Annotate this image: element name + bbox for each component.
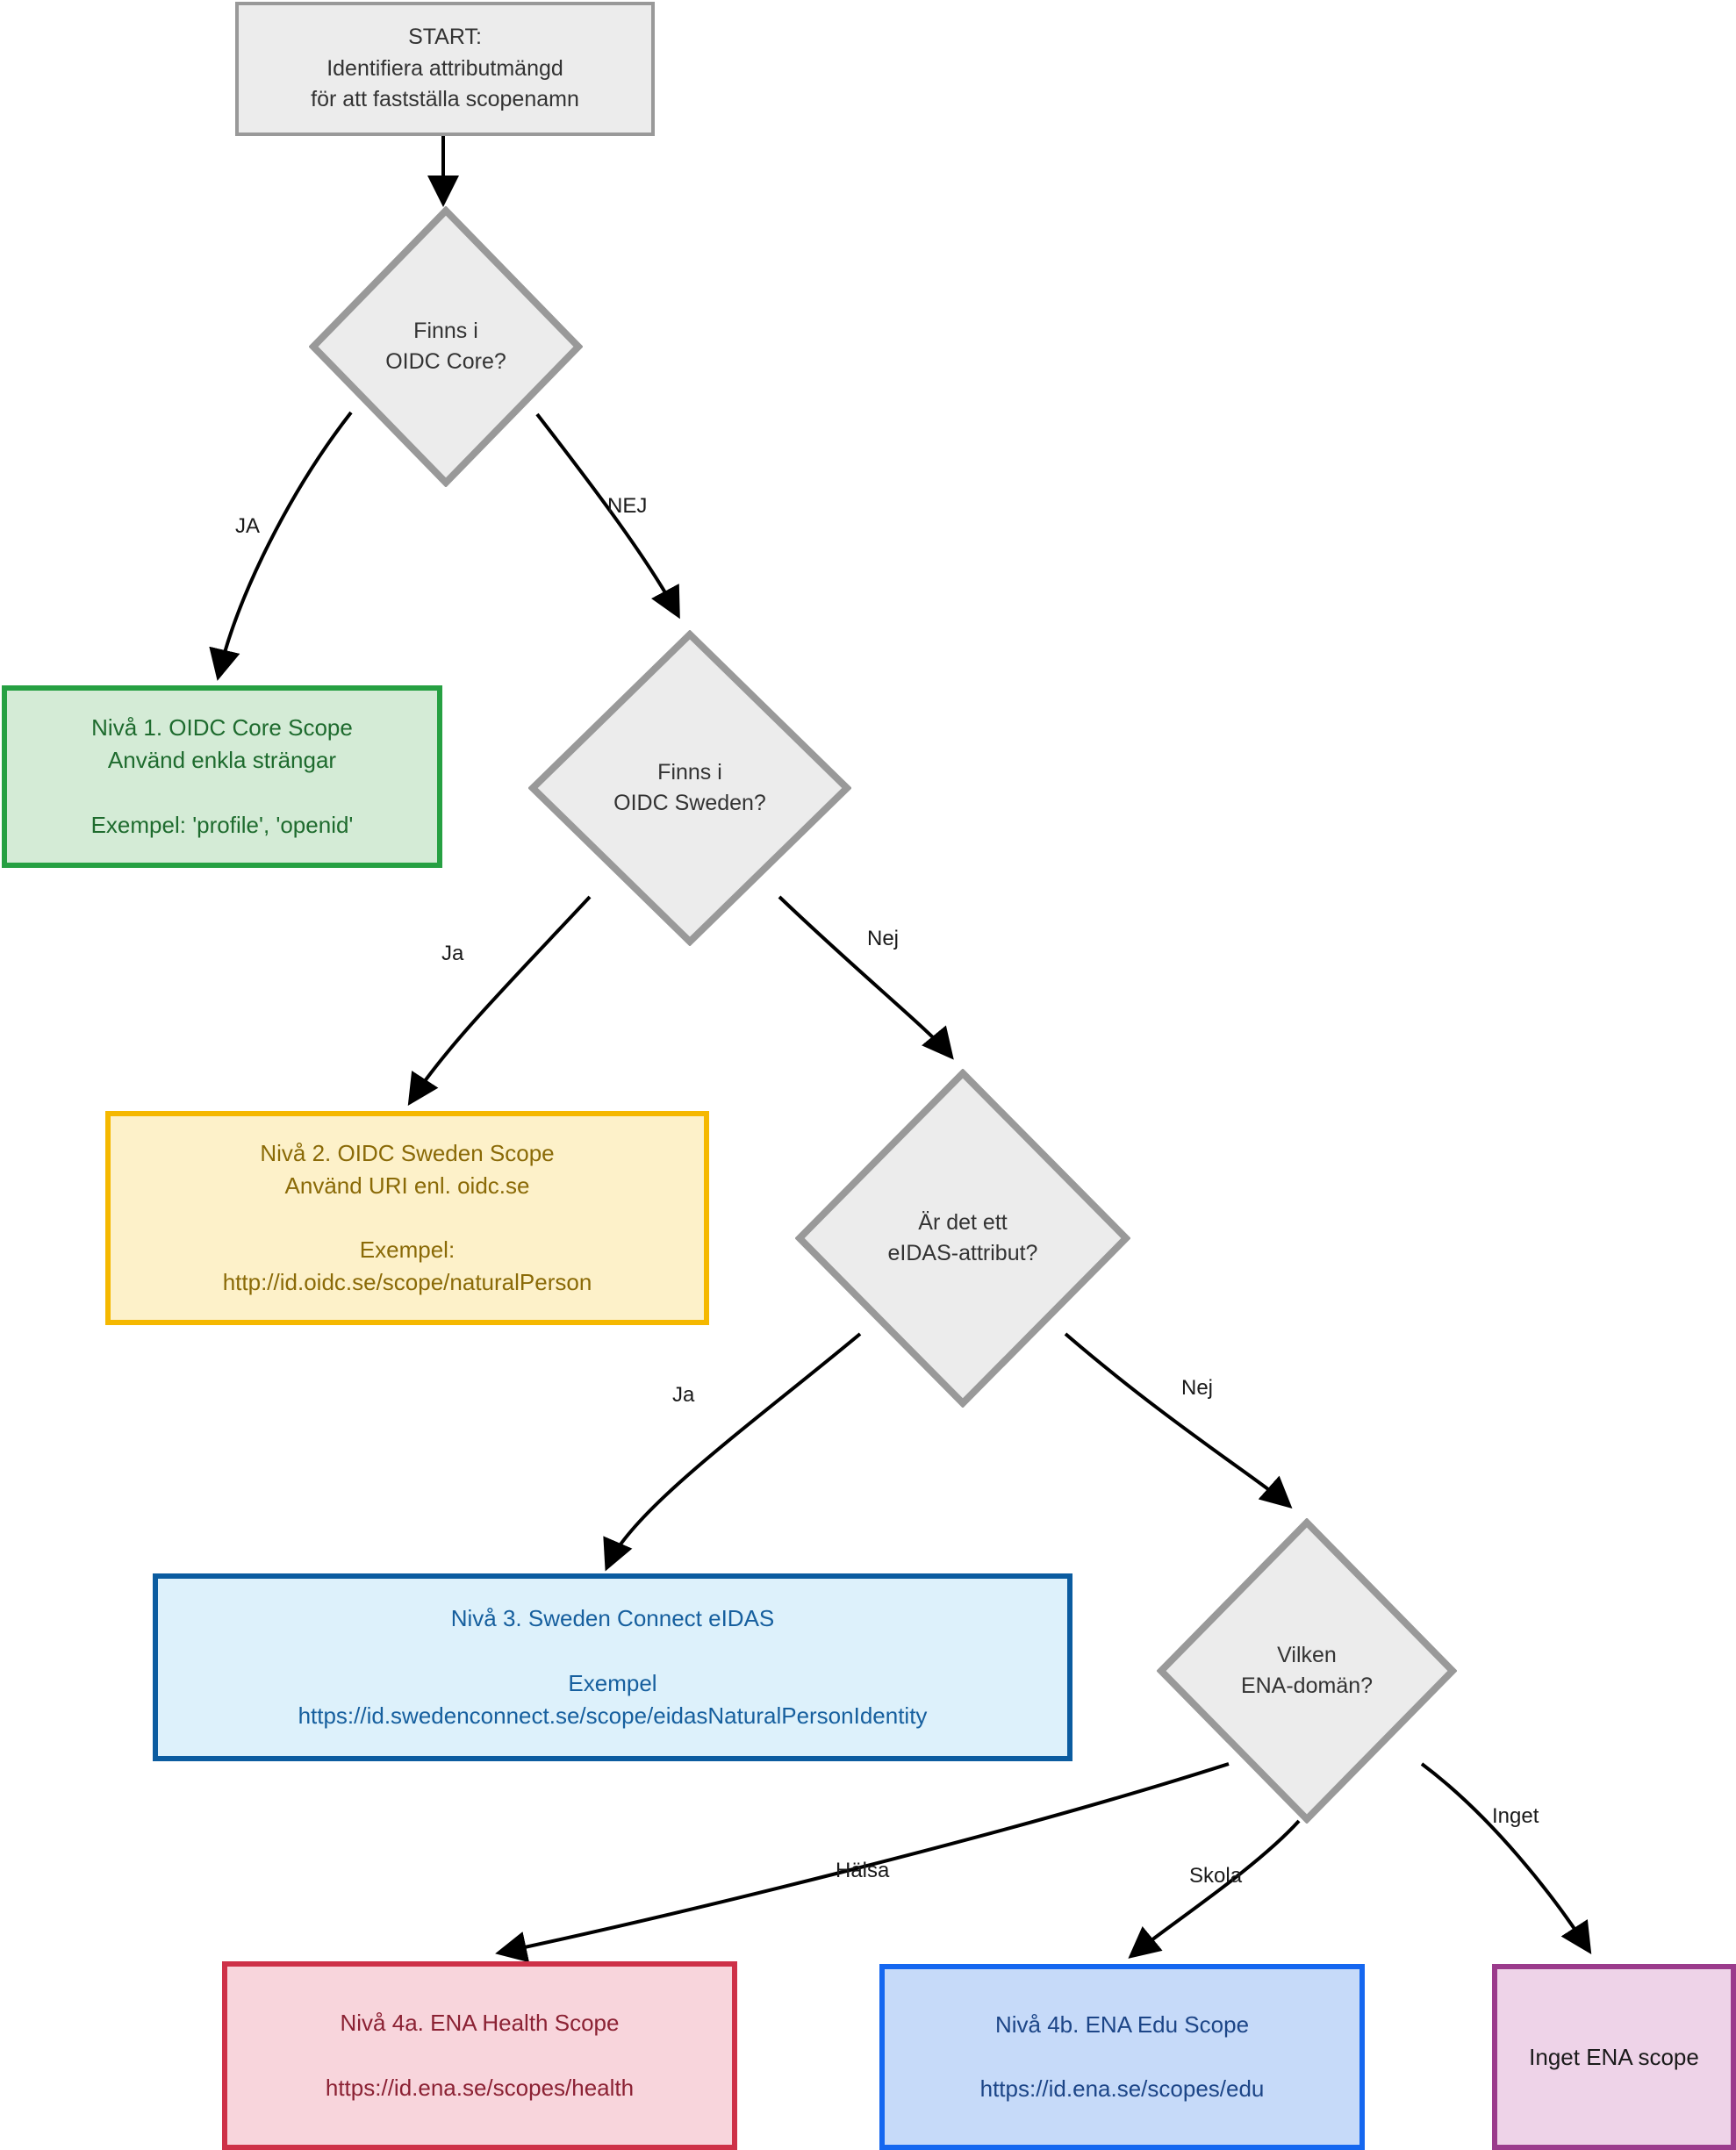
edge-label-d2-no: Nej [867,927,900,950]
node-level1-oidc-core-scope[interactable]: Nivå 1. OIDC Core Scope Använd enkla str… [2,685,442,868]
node-level3-sweden-connect-eidas[interactable]: Nivå 3. Sweden Connect eIDAS Exempel htt… [153,1573,1072,1761]
edge-label-d3-yes: Ja [672,1383,695,1407]
edge-label-d2-yes: Ja [441,942,464,965]
edge-d4-to-level4b [1128,1819,1301,1959]
edge-label-d1-yes: JA [235,514,261,538]
node-level2-label: Nivå 2. OIDC Sweden Scope Använd URI enl… [222,1139,592,1296]
node-level3-label: Nivå 3. Sweden Connect eIDAS Exempel htt… [298,1605,928,1729]
edge-label-d4-school: Skola [1189,1864,1243,1888]
node-decision-ena-domain[interactable]: Vilken ENA-domän? [1157,1518,1457,1824]
node-level4a-ena-health-scope[interactable]: Nivå 4a. ENA Health Scope https://id.ena… [222,1961,737,2150]
node-decision-eidas-label: Är det ett eIDAS-attribut? [887,1209,1038,1266]
diamond-shape [309,206,583,487]
edge-label-d4-health: Hälsa [836,1859,890,1882]
node-decision-eidas[interactable]: Är det ett eIDAS-attribut? [795,1069,1130,1408]
node-level2-oidc-sweden-scope[interactable]: Nivå 2. OIDC Sweden Scope Använd URI enl… [105,1111,709,1325]
node-level4a-label: Nivå 4a. ENA Health Scope https://id.ena… [325,2010,635,2101]
node-start-label: START: Identifiera attributmängd för att… [311,25,579,112]
edge-label-d4-none: Inget [1492,1804,1539,1828]
node-level4b-label: Nivå 4b. ENA Edu Scope https://id.ena.se… [979,2010,1265,2103]
edge-label-d3-no: Nej [1181,1376,1214,1400]
diamond-shape [795,1069,1130,1408]
node-level1-label: Nivå 1. OIDC Core Scope Använd enkla str… [90,714,354,838]
diamond-shape [1157,1518,1457,1824]
node-decision-oidc-core[interactable]: Finns i OIDC Core? [309,206,583,487]
node-level4b-ena-edu-scope[interactable]: Nivå 4b. ENA Edu Scope https://id.ena.se… [879,1964,1365,2150]
node-decision-oidc-sweden-label: Finns i OIDC Sweden? [613,759,766,816]
node-start[interactable]: START: Identifiera attributmängd för att… [235,2,655,136]
node-no-ena-scope[interactable]: Inget ENA scope [1492,1964,1736,2150]
node-decision-oidc-core-label: Finns i OIDC Core? [385,318,506,375]
node-decision-ena-domain-label: Vilken ENA-domän? [1240,1642,1374,1699]
diamond-shape [528,630,851,946]
node-decision-oidc-sweden[interactable]: Finns i OIDC Sweden? [528,630,851,946]
edge-label-d1-no: NEJ [607,494,648,518]
node-no-ena-scope-label: Inget ENA scope [1529,2043,1699,2070]
